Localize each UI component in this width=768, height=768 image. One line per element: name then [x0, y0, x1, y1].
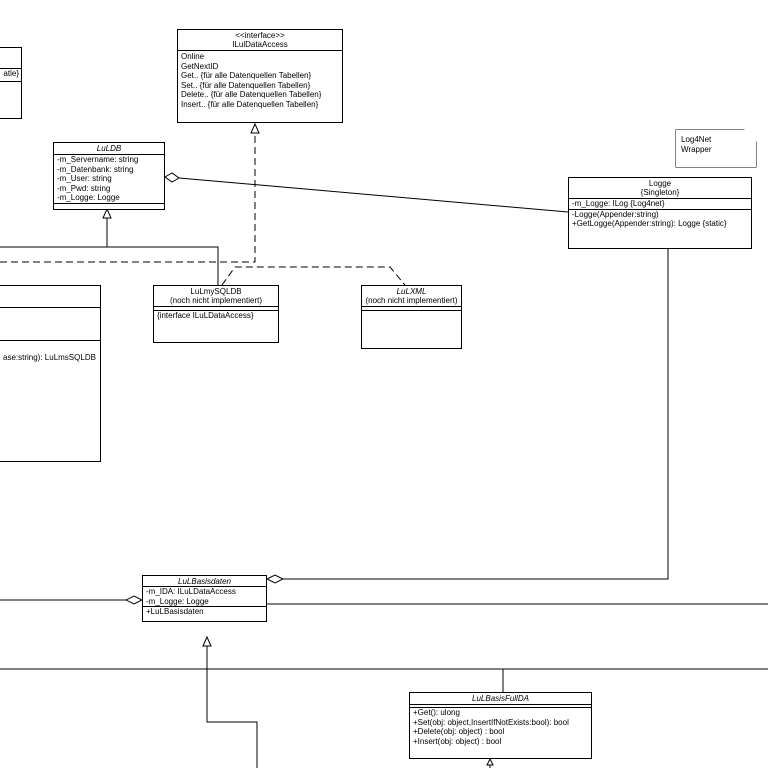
class-name-lulbasisfullda: LuLBasisFullDA [472, 694, 529, 703]
class-luldb: LuLDB -m_Servername: string -m_Datenbank… [53, 142, 165, 210]
class-logge: Logge {Singleton} -m_Logge: ILog {Log4ne… [568, 177, 752, 249]
interface-stereotype: <<interface>> [235, 31, 285, 40]
interface-name: ILulDataAccess [232, 40, 288, 49]
lulbasisdaten-attribute: -m_Logge: Logge [146, 596, 209, 606]
class-name-lulxml: LuLXML [396, 287, 427, 296]
logge-operation: -Logge(Appender:string) [572, 209, 659, 219]
interface-operations: Online GetNextID Get.. {für alle Datenqu… [178, 51, 342, 110]
class-lulxml: LuLXML (noch nicht implementiert) [361, 285, 462, 349]
class-name-logge: Logge [648, 179, 672, 188]
interface-operation: GetNextID [181, 61, 219, 71]
aggregation-luldb-logge [178, 177, 569, 213]
lulbasisfullda-operation: +Delete(obj: object) : bool [413, 727, 505, 736]
lulbasisdaten-attribute: -m_IDA: ILuLDataAccess [146, 587, 236, 596]
class-lulmssqldb: ase:string): LuLmsSQLDB [0, 285, 101, 462]
interface-iluldataaccess: <<interface>> ILulDataAccess Online GetN… [177, 29, 343, 123]
generalization-connector-luldb [0, 218, 219, 285]
aggregation-basisdaten-logge [283, 249, 669, 580]
class-lulbasisfullda: LuLBasisFullDA +Get(): ulong +Set(obj: o… [409, 692, 592, 759]
logge-attribute: -m_Logge: ILog {Log4net} [572, 199, 665, 208]
lulmssqldb-operation: ase:string): LuLmsSQLDB [3, 353, 96, 362]
lulbasisfullda-operation: +Insert(obj: object) : bool [413, 736, 502, 746]
luldb-attribute: -m_Pwd: string [57, 183, 111, 193]
realization-arrowhead [250, 122, 260, 134]
lulbasisfullda-operation: +Get(): ulong [413, 708, 460, 717]
interface-operation: Get.. {für alle Datenquellen Tabellen} [181, 71, 312, 80]
interface-operation: Online [181, 52, 205, 61]
lulbasisfullda-operation: +Set(obj: object,InsertIfNotExists:bool)… [413, 717, 569, 727]
generalization-arrowhead-fullda [486, 757, 494, 766]
partial-class-box-topleft: atle} [0, 47, 22, 119]
logge-operation: +GetLogge(Appender:string): Logge {stati… [572, 219, 727, 228]
lulbasisdaten-operation: +LuLBasisdaten [146, 607, 204, 616]
aggregation-diamond-luldb [164, 172, 180, 183]
aggregation-diamond-basisdaten-logge [265, 574, 285, 584]
note-log4net: Log4Net Wrapper [676, 130, 756, 167]
note-line: Wrapper [681, 144, 712, 154]
interface-operation: Delete.. {für alle Datenquellen Tabellen… [181, 90, 322, 99]
class-lulbasisdaten: LuLBasisdaten -m_IDA: ILuLDataAccess -m_… [142, 575, 267, 622]
generalization-arrowhead-basisdaten [202, 635, 212, 647]
partial-operation-text: atle} [3, 69, 19, 78]
class-subtitle-logge: {Singleton} [640, 188, 680, 197]
class-subtitle-lulxml: (noch nicht implementiert) [365, 296, 458, 305]
luldb-attribute: -m_Logge: Logge [57, 193, 120, 202]
luldb-attribute: -m_Datenbank: string [57, 164, 134, 174]
class-name-luldb: LuLDB [96, 144, 122, 153]
generalization-connector-basisdaten [0, 646, 768, 768]
class-name-lulmysqldb: LuLmySQLDB [190, 287, 242, 296]
lulmysqldb-operation: {interface ILuLDataAccess} [157, 311, 254, 320]
generalization-arrowhead-luldb [102, 207, 112, 219]
interface-operation: Insert.. {für alle Datenquellen Tabellen… [181, 99, 319, 109]
interface-operation: Set.. {für alle Datenquellen Tabellen} [181, 80, 311, 90]
class-lulmysqldb: LuLmySQLDB (noch nicht implementiert) {i… [153, 285, 279, 343]
note-line: Log4Net [681, 135, 712, 144]
class-subtitle-lulmysqldb: (noch nicht implementiert) [169, 296, 263, 305]
realization-connector [0, 133, 406, 286]
aggregation-diamond-left [124, 595, 144, 605]
luldb-attribute: -m_Servername: string [57, 155, 139, 164]
class-name-lulbasisdaten: LuLBasisdaten [178, 577, 231, 586]
luldb-attribute: -m_User: string [57, 174, 112, 183]
